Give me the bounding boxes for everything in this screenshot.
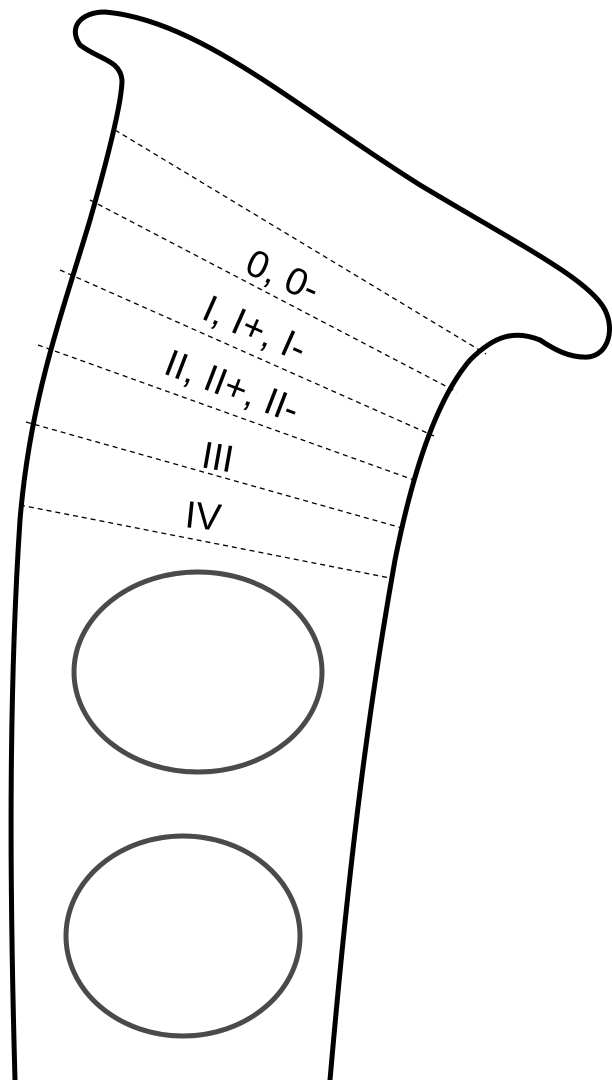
zone-label-4: IV (183, 494, 224, 540)
profile-outline (11, 12, 609, 1080)
